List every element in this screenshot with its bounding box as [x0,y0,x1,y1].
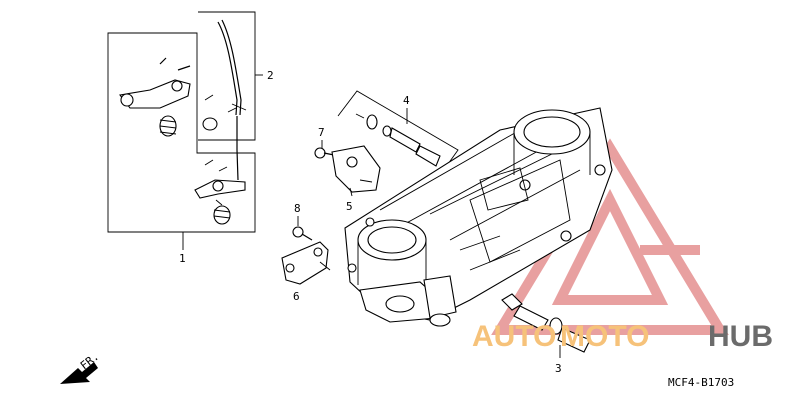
bracket-6 [281,241,331,285]
diagram-code: MCF4-B1703 [668,376,734,389]
front-direction-arrow [60,362,98,384]
watermark-hub: HUB [708,320,773,353]
callout-6: 6 [293,290,300,303]
callout-5: 5 [346,200,353,213]
screw-8 [292,216,313,241]
watermark-auto: AUTO [472,320,556,353]
throttle-body [344,107,613,327]
throttle-rod [217,19,247,116]
lower-linkage [194,116,246,225]
watermark-text: AUTO MOTO HUB [472,320,773,353]
idle-screw-assembly [355,113,441,167]
callout-3: 3 [555,362,562,375]
sensor-5 [331,145,381,197]
screw-7 [314,140,335,159]
part-3-screw [501,293,591,358]
upper-linkage [119,57,237,137]
callout-1: 1 [179,252,186,265]
watermark-moto: MOTO [560,320,649,353]
bracket-group-2 [198,11,263,141]
callout-7: 7 [318,126,325,139]
callout-4: 4 [403,94,410,107]
callout-8: 8 [294,202,301,215]
bracket-group-1 [107,32,256,250]
direction-label: FR. [78,350,102,372]
callout-2: 2 [267,69,274,82]
